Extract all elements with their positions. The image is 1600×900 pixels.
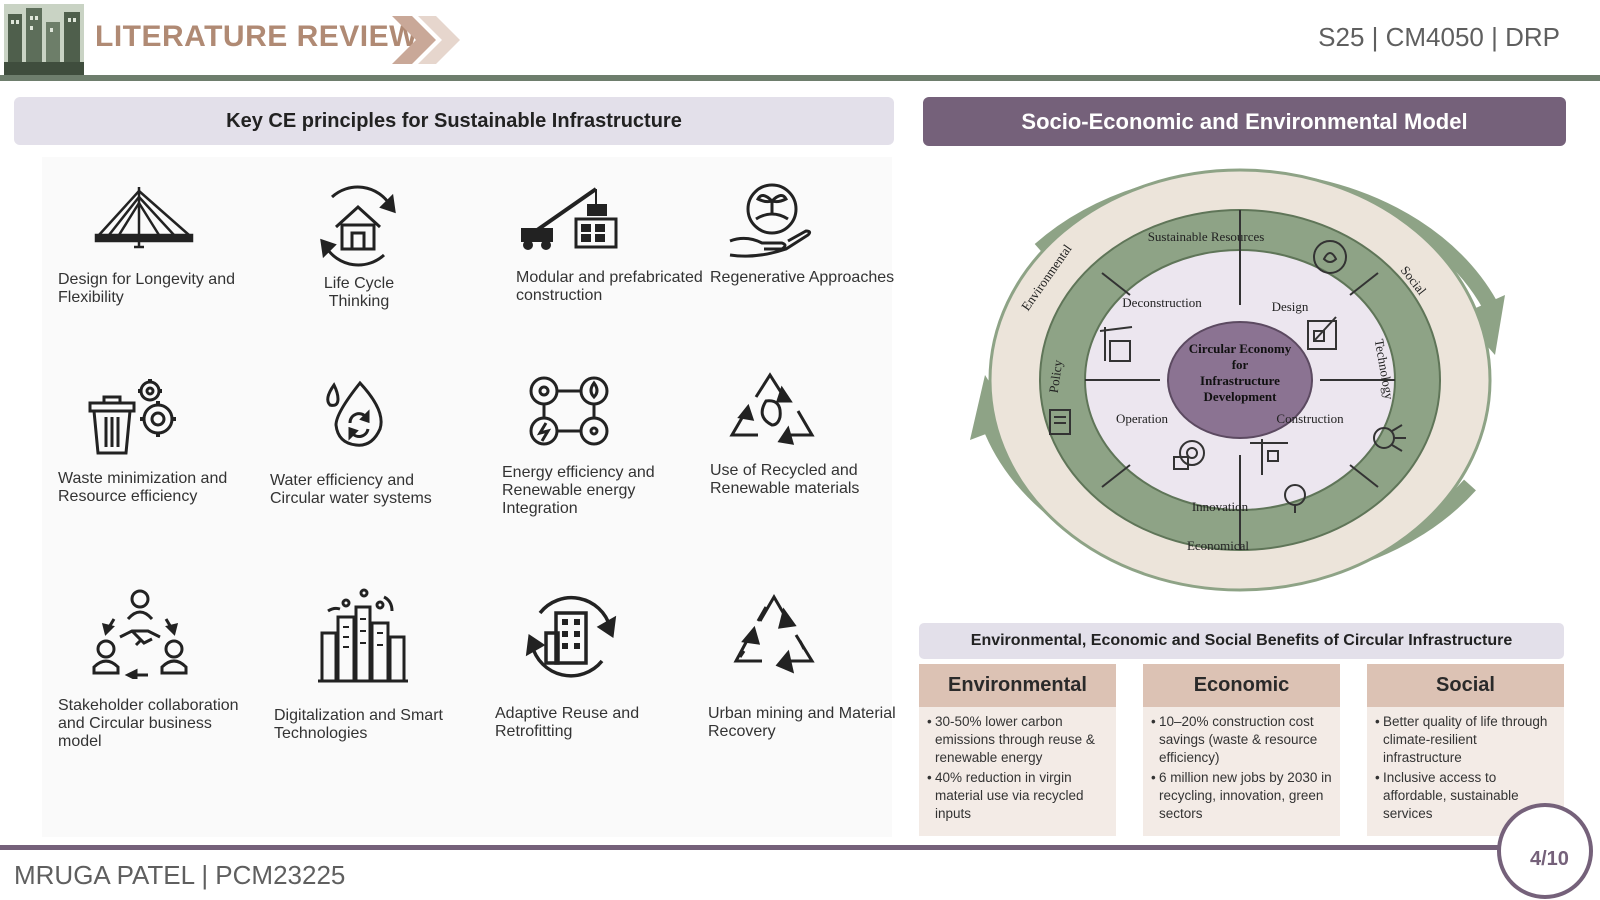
principle-label: Modular and prefabricated construction bbox=[516, 269, 703, 304]
ring-label: Innovation bbox=[1192, 499, 1249, 514]
footer-divider bbox=[0, 845, 1500, 850]
author-name: MRUGA PATEL | PCM23225 bbox=[14, 860, 346, 890]
benefits-banner: Environmental, Economic and Social Benef… bbox=[919, 623, 1564, 659]
principles-panel: Key CE principles for Sustainable Infras… bbox=[14, 97, 896, 842]
benefit-item: 30-50% lower carbon emissions through re… bbox=[927, 713, 1110, 767]
stage-label: Deconstruction bbox=[1122, 295, 1202, 310]
benefit-heading: Economic bbox=[1143, 664, 1340, 707]
recycle-leaf-icon bbox=[729, 372, 815, 445]
benefit-column-economic: Economic 10–20% construction cost saving… bbox=[1143, 664, 1340, 836]
stage-label: Construction bbox=[1276, 411, 1344, 426]
building-cycle-icon bbox=[525, 595, 617, 678]
benefit-column-environmental: Environmental 30-50% lower carbon emissi… bbox=[919, 664, 1116, 836]
page-title: LITERATURE REVIEW bbox=[95, 20, 418, 53]
handshake-people-icon bbox=[92, 589, 188, 679]
center-line: for bbox=[1232, 357, 1249, 372]
benefit-list: Better quality of life through climate-r… bbox=[1367, 707, 1564, 823]
benefit-heading: Social bbox=[1367, 664, 1564, 707]
header-divider bbox=[0, 75, 1600, 81]
benefit-item: Inclusive access to affordable, sustaina… bbox=[1375, 769, 1558, 823]
cable-bridge-icon bbox=[94, 187, 194, 249]
deconstruction-crane-icon bbox=[1099, 326, 1133, 362]
bin-gears-icon bbox=[88, 379, 176, 455]
course-code: S25 | CM4050 | DRP bbox=[1318, 22, 1560, 52]
water-drop-cycle-icon bbox=[326, 380, 383, 447]
house-cycle-icon bbox=[320, 185, 396, 267]
principle-label: Design for Longevity and Flexibility bbox=[58, 271, 235, 306]
principle-label: Stakeholder collaboration and Circular b… bbox=[58, 697, 239, 750]
principle-label: Regenerative Approaches bbox=[710, 269, 895, 286]
benefit-item: 6 million new jobs by 2030 in recycling,… bbox=[1151, 769, 1334, 823]
center-line: Infrastructure bbox=[1200, 373, 1280, 388]
principle-label: Digitalization and Smart Technologies bbox=[274, 707, 443, 742]
principle-label: Use of Recycled and Renewable materials bbox=[710, 462, 860, 497]
stage-label: Operation bbox=[1116, 411, 1168, 426]
benefit-list: 10–20% construction cost savings (waste … bbox=[1143, 707, 1340, 823]
model-banner: Socio-Economic and Environmental Model bbox=[923, 97, 1566, 146]
page-number-badge bbox=[1497, 803, 1593, 899]
principle-label: Urban mining and Material Recovery bbox=[708, 705, 896, 740]
hand-plant-globe-icon bbox=[729, 183, 812, 258]
smart-city-icon bbox=[318, 588, 408, 683]
recycle-icon bbox=[733, 594, 815, 674]
circular-economy-diagram: Circular Economy for Infrastructure Deve… bbox=[970, 168, 1505, 592]
principles-banner: Key CE principles for Sustainable Infras… bbox=[14, 97, 894, 145]
city-logo-icon bbox=[4, 4, 84, 76]
principle-label: Energy efficiency and Renewable energy I… bbox=[502, 464, 655, 517]
page-number: 4/10 bbox=[1530, 848, 1569, 870]
benefit-heading: Environmental bbox=[919, 664, 1116, 707]
benefit-item: 10–20% construction cost savings (waste … bbox=[1151, 713, 1334, 767]
center-line: Circular Economy bbox=[1189, 341, 1292, 356]
crane-module-icon bbox=[521, 187, 618, 250]
principle-label: Life Cycle Thinking bbox=[323, 275, 395, 310]
outer-label: Economical bbox=[1187, 538, 1249, 553]
slide-header: LITERATURE REVIEW S25 | CM4050 | DRP bbox=[0, 0, 1600, 81]
chevron-right-icon bbox=[392, 16, 460, 64]
operation-gear-icon bbox=[1173, 440, 1205, 470]
technology-chip-icon bbox=[1373, 424, 1406, 452]
principles-grid bbox=[42, 157, 892, 837]
benefit-item: Better quality of life through climate-r… bbox=[1375, 713, 1558, 767]
design-blueprint-icon bbox=[1307, 316, 1337, 350]
construction-tower-icon bbox=[1250, 439, 1288, 475]
innovation-bulb-icon bbox=[1284, 484, 1306, 513]
benefit-item: 40% reduction in virgin material use via… bbox=[927, 769, 1110, 823]
ring-label: Policy bbox=[1046, 358, 1066, 393]
renewable-energy-icon bbox=[529, 376, 609, 446]
policy-document-icon bbox=[1049, 409, 1071, 435]
stage-label: Design bbox=[1272, 299, 1309, 314]
principle-label: Waste minimization and Resource efficien… bbox=[58, 470, 228, 505]
ring-label: Sustainable Resources bbox=[1148, 229, 1265, 244]
principle-label: Adaptive Reuse and Retrofitting bbox=[495, 705, 640, 740]
benefit-list: 30-50% lower carbon emissions through re… bbox=[919, 707, 1116, 823]
resource-cycle-icon bbox=[1313, 240, 1347, 274]
principle-label: Water efficiency and Circular water syst… bbox=[270, 472, 432, 507]
center-line: Development bbox=[1204, 389, 1278, 404]
